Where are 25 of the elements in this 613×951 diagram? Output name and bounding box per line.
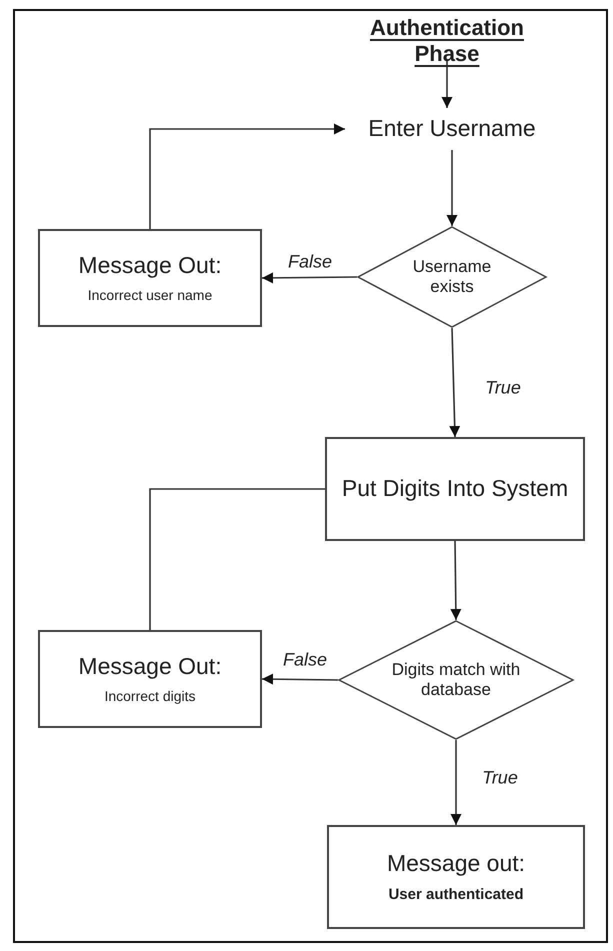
- node-text: Put Digits Into System: [342, 475, 568, 503]
- message-box: [327, 825, 585, 929]
- arrow: [262, 674, 338, 685]
- node-text: Authentication Phase: [369, 14, 525, 68]
- process-box: [325, 437, 585, 541]
- arrow: [442, 60, 452, 108]
- arrow: [149, 124, 345, 229]
- box-heading: Message Out:: [78, 652, 222, 680]
- arrow: [450, 740, 462, 825]
- arrow: [446, 150, 458, 226]
- node-text: Username exists: [412, 256, 492, 298]
- arrow: [262, 272, 357, 284]
- arrow: [449, 328, 460, 438]
- box-body: Incorrect user name: [88, 287, 212, 304]
- node-text: Enter Username: [368, 115, 536, 143]
- box-heading: Message Out:: [78, 252, 222, 280]
- message-box: [38, 229, 262, 327]
- box-body: User authenticated: [388, 886, 524, 904]
- decision-diamond: [338, 620, 574, 740]
- box-body: Incorrect digits: [104, 688, 196, 706]
- node-text: Digits match with database: [391, 660, 521, 700]
- message-box: [38, 630, 262, 728]
- arrow: [450, 540, 462, 620]
- decision-diamond: [357, 226, 547, 328]
- box-heading: Message out:: [386, 850, 526, 878]
